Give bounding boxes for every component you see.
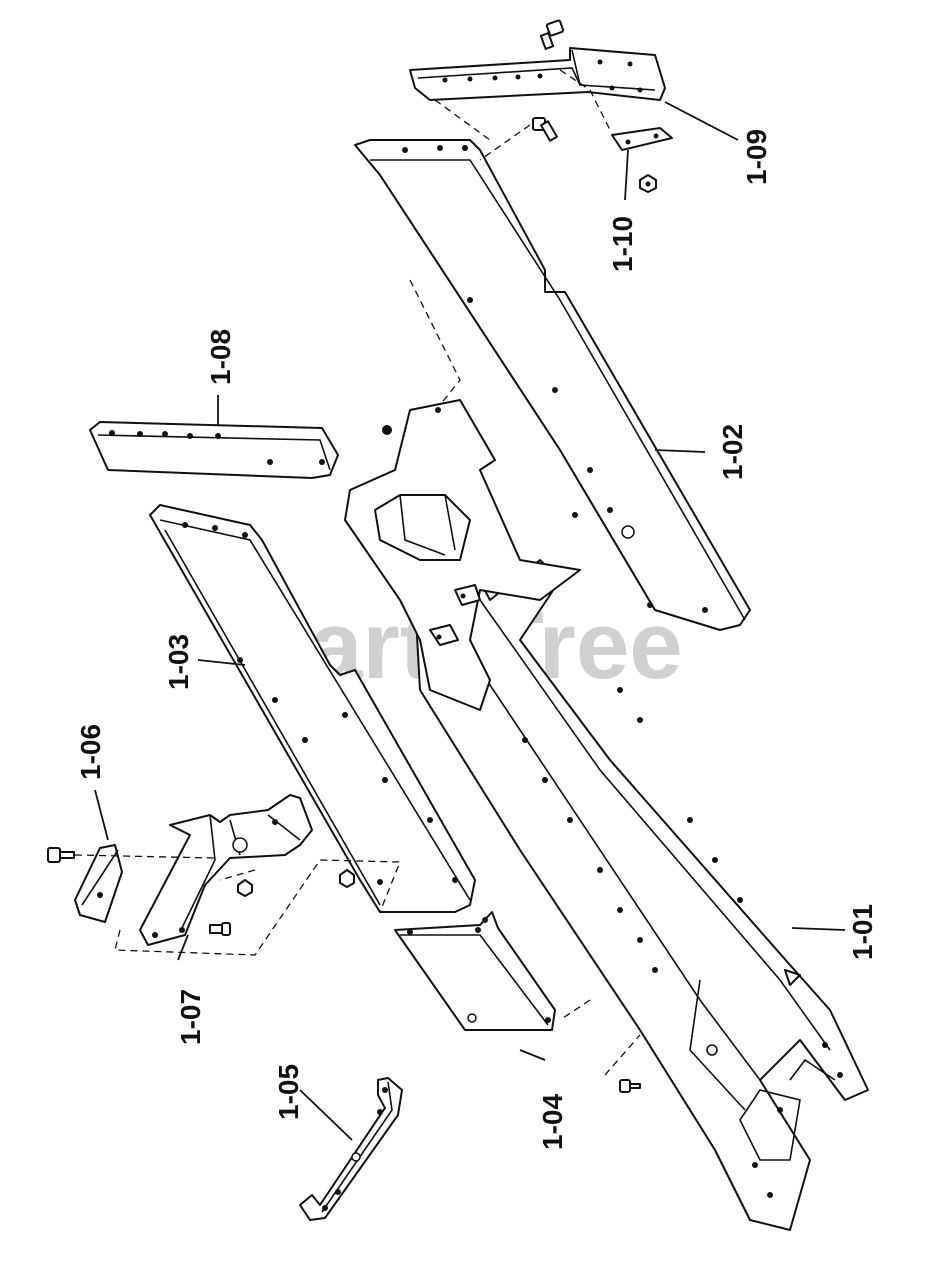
nut-icon: [237, 879, 253, 897]
bolt-icon: [539, 19, 565, 50]
callout-1-08: 1-08: [205, 329, 236, 385]
callout-1-01: 1-01: [847, 904, 878, 960]
nut-icon: [639, 174, 657, 193]
part-1-05-strap: [299, 1077, 403, 1221]
callout-1-05: 1-05: [273, 1064, 304, 1120]
part-1-04-plate: [394, 911, 556, 1031]
callout-1-10: 1-10: [607, 216, 638, 272]
callout-labels: 1-01 1-02 1-03 1-04 1-05 1-06 1-07 1-08 …: [75, 129, 878, 1150]
part-1-07-bracket: [139, 794, 313, 946]
nut-icon: [339, 869, 355, 888]
bolt-icon: [619, 1079, 641, 1093]
bolt-icon: [532, 117, 558, 142]
bolt-icon: [209, 922, 231, 936]
main-frame-holes: [522, 687, 843, 1198]
callout-1-07: 1-07: [175, 989, 206, 1045]
part-1-08-short-angle: [89, 421, 339, 479]
callout-1-04: 1-04: [537, 1094, 568, 1150]
callout-1-03: 1-03: [163, 634, 194, 690]
rear-bracket-holes: [442, 59, 643, 93]
part-1-06-small-plate: [47, 844, 123, 923]
callout-1-02: 1-02: [717, 424, 748, 480]
center-cross-bracket: [344, 399, 581, 711]
short-angle-holes: [109, 430, 325, 465]
hardware-fasteners: [209, 869, 641, 1093]
part-1-03-long-angle: [149, 504, 476, 913]
callout-1-06: 1-06: [75, 724, 106, 780]
callout-leader-lines: [94, 101, 846, 1141]
part-1-09-rear-bracket: [409, 19, 666, 142]
bolt-icon: [47, 847, 75, 863]
callout-1-09: 1-09: [741, 129, 772, 185]
long-angle-holes: [182, 522, 458, 885]
assembly-dashed-lines: [74, 69, 641, 1076]
part-1-10-link-plate: [611, 127, 673, 193]
upper-channel-holes: [402, 145, 708, 613]
